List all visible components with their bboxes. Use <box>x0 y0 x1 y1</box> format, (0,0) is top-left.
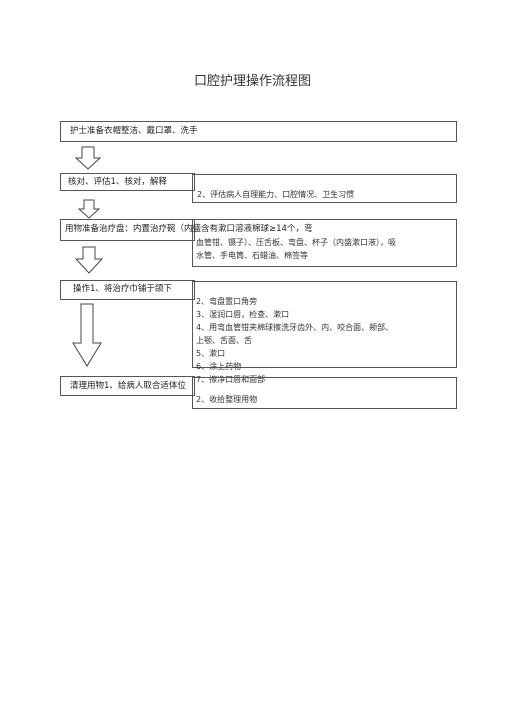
step-detail-line: 2、收拾整理用物 <box>196 395 258 404</box>
step-detail-line: 7、擦净口唇和面部 <box>196 375 266 384</box>
step-box-operation <box>60 280 195 300</box>
step-label-prepare: 护士准备衣帽整洁、戴口罩、洗手 <box>70 126 198 136</box>
step-box-check-assess <box>60 173 195 191</box>
step-detail-box-operation <box>192 281 457 368</box>
step-detail-box-cleanup <box>192 377 457 409</box>
down-arrow-icon <box>78 199 100 219</box>
step-label-check-assess: 核对、评估1、核对，解释 <box>68 177 167 187</box>
step-detail-line: 血管钳、镊子）、压舌板、弯盘、杯子（内盛漱口液），吸 <box>196 238 396 247</box>
page-title: 口腔护理操作流程图 <box>193 74 311 89</box>
step-detail-line: 水管、手电筒、石蜡油、棉签等 <box>196 251 308 260</box>
step-detail-line: 4、用弯血管钳夹棉球擦洗牙齿外、内、咬合面、颊部、 <box>196 323 394 332</box>
step-detail-line: 2、弯盘置口角旁 <box>196 297 258 306</box>
down-arrow-icon <box>75 146 101 170</box>
step-box-prepare <box>60 121 457 142</box>
down-arrow-icon <box>75 246 103 274</box>
step-detail-line: 6、涂上药物 <box>196 362 242 371</box>
step-label-operation: 操作1、将治疗巾铺于颌下 <box>73 284 172 294</box>
step-label-cleanup: 清理用物1、给病人取合适体位 <box>70 381 186 391</box>
step-box-cleanup <box>60 376 195 396</box>
down-arrow-icon <box>72 303 102 367</box>
step-detail-box-check-assess <box>192 174 457 203</box>
step-label-supplies: 用物准备治疗盘：内置治疗碗（内盛含有漱口溶液棉球≥14个，弯 <box>65 224 313 234</box>
step-detail-box-supplies <box>192 219 457 267</box>
step-box-supplies <box>60 219 195 241</box>
step-detail-line: 3、湿润口唇，检查、漱口 <box>196 310 290 319</box>
step-detail-line: 上颚、舌面、舌 <box>196 336 252 345</box>
step-detail-line: 2、评估病人自理能力、口腔情况、卫生习惯 <box>197 190 355 199</box>
step-detail-line: 5、漱口 <box>196 349 226 358</box>
